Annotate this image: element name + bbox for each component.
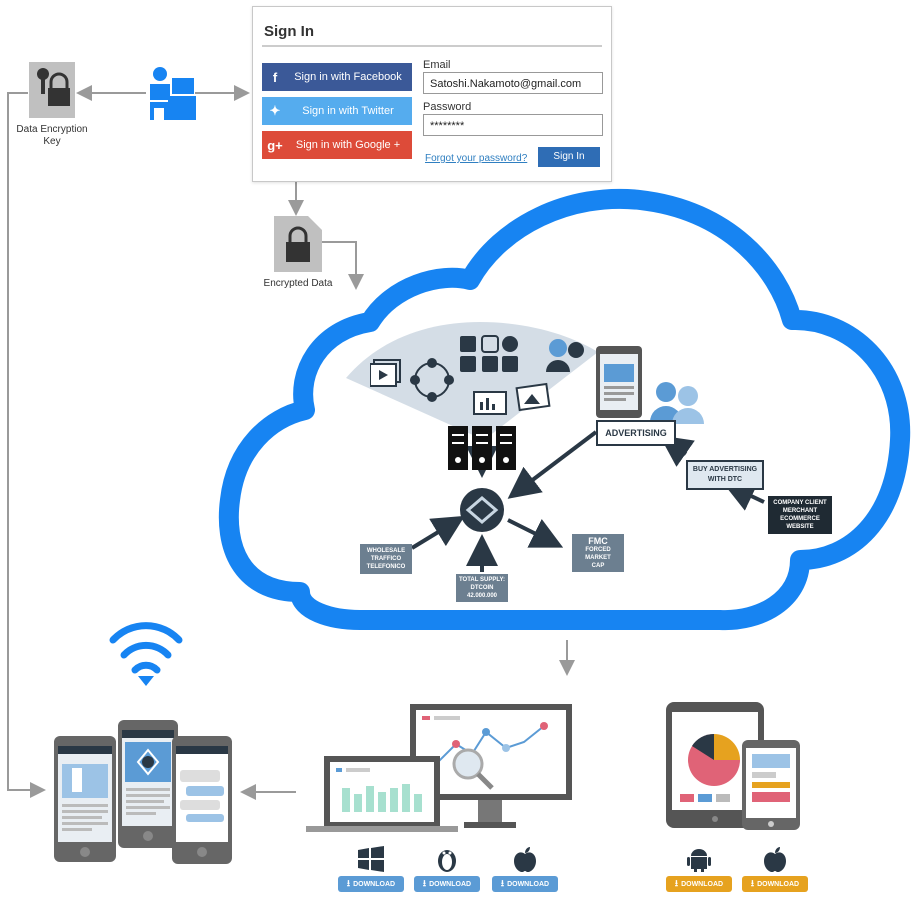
- data-encryption-key: Data Encryption Key: [10, 62, 94, 148]
- apple-icon: [514, 847, 536, 872]
- download-icon: ⭳: [422, 878, 427, 888]
- signin-panel: Sign In f Sign in with Facebook ✦ Sign i…: [252, 6, 612, 182]
- android-icon: [687, 849, 711, 872]
- key-label: Data Encryption Key: [16, 124, 88, 147]
- encrypted-file-icon: [274, 216, 322, 272]
- social-network-grid: [460, 335, 518, 372]
- total-supply-line-3: 42.000.000: [466, 593, 498, 599]
- phone-right: [172, 736, 232, 864]
- download-label: DOWNLOAD: [507, 880, 550, 888]
- download-icon: ⭳: [500, 878, 505, 888]
- wholesale-line-2: TRAFFICO: [370, 556, 402, 562]
- company-line-4: WEBSITE: [786, 524, 814, 530]
- windows-icon: [358, 846, 384, 872]
- divider: [262, 45, 602, 47]
- video-player-icon: [370, 359, 401, 387]
- tablet-large: [666, 702, 764, 828]
- chat-users-icon: [546, 339, 584, 372]
- email-label: Email: [423, 59, 451, 71]
- buy-advertising-label: BUY ADVERTISING WITH DTC: [686, 460, 764, 490]
- signin-button[interactable]: Sign In: [538, 147, 600, 167]
- wholesale-line-1: WHOLESALE: [366, 548, 406, 554]
- fmc-title: FMC: [588, 536, 608, 546]
- twitter-icon: ✦: [269, 103, 281, 118]
- network-people-icon: [410, 358, 454, 402]
- download-label: DOWNLOAD: [681, 880, 724, 888]
- twitter-signin-button[interactable]: ✦ Sign in with Twitter: [262, 97, 412, 125]
- lock-icon: [29, 62, 75, 118]
- email-field[interactable]: Satoshi.Nakamoto@gmail.com: [423, 72, 603, 94]
- facebook-signin-label: Sign in with Facebook: [294, 71, 402, 83]
- mobile-app-phones: [54, 720, 232, 864]
- download-android: ⭳DOWNLOAD: [666, 846, 732, 892]
- fmc-line-3: MARKET: [585, 555, 611, 561]
- download-linux-button[interactable]: ⭳DOWNLOAD: [414, 876, 480, 892]
- user-at-desk-icon: [150, 67, 196, 120]
- fmc-label: FMC FORCED MARKET CAP: [572, 534, 624, 572]
- download-label: DOWNLOAD: [353, 880, 396, 888]
- download-ios: ⭳DOWNLOAD: [742, 846, 808, 892]
- company-client-label: COMPANY CLIENT MERCHANT ECOMMERCE WEBSIT…: [768, 496, 832, 534]
- company-line-1: COMPANY CLIENT: [773, 500, 827, 506]
- phone-middle: [118, 720, 178, 848]
- google-signin-button[interactable]: g+ Sign in with Google +: [262, 131, 412, 159]
- wholesale-line-3: TELEFONICO: [366, 564, 406, 570]
- cloud-shape: [218, 188, 911, 631]
- download-icon: ⭳: [674, 878, 679, 888]
- apple-icon: [764, 847, 786, 872]
- tablet-advertising-icon: [596, 346, 642, 418]
- buy-advertising-line-2: WITH DTC: [707, 476, 743, 483]
- encrypted-data: Encrypted Data: [262, 216, 334, 290]
- tablet-devices: [666, 702, 800, 830]
- wholesale-label: WHOLESALE TRAFFICO TELEFONICO: [360, 544, 412, 574]
- fmc-line-2: FORCED: [585, 547, 611, 553]
- encrypted-label: Encrypted Data: [263, 278, 333, 289]
- fmc-line-4: CAP: [591, 563, 605, 569]
- company-line-2: MERCHANT: [782, 508, 818, 514]
- password-label: Password: [423, 101, 472, 113]
- server-rack-icon: [448, 426, 516, 470]
- desktop-monitor: [410, 704, 572, 828]
- forgot-password-link[interactable]: Forgot your password?: [425, 153, 528, 164]
- advertising-label: ADVERTISING: [596, 420, 676, 446]
- download-label: DOWNLOAD: [429, 880, 472, 888]
- password-field[interactable]: ********: [423, 114, 603, 136]
- download-ios-button[interactable]: ⭳DOWNLOAD: [742, 876, 808, 892]
- download-icon: ⭳: [750, 878, 755, 888]
- buy-advertising-line-1: BUY ADVERTISING: [692, 466, 758, 473]
- social-media-icons: [370, 335, 584, 415]
- company-line-3: ECOMMERCE: [780, 516, 820, 522]
- google-signin-label: Sign in with Google +: [295, 139, 401, 151]
- dtc-coin-icon: [460, 488, 504, 532]
- facebook-signin-button[interactable]: f Sign in with Facebook: [262, 63, 412, 91]
- total-supply-line-2: DTCOIN: [470, 585, 494, 591]
- laptop: [306, 756, 458, 832]
- social-fan: [346, 322, 598, 440]
- tablet-small: [742, 740, 800, 830]
- dashboard-screen-icon: [473, 391, 507, 415]
- download-windows: ⭳DOWNLOAD: [338, 846, 404, 892]
- twitter-signin-label: Sign in with Twitter: [302, 105, 394, 117]
- signin-title: Sign In: [264, 23, 314, 40]
- phone-left: [54, 736, 116, 862]
- download-icon: ⭳: [346, 878, 351, 888]
- download-mac: ⭳DOWNLOAD: [492, 846, 558, 892]
- facebook-icon: f: [272, 69, 278, 85]
- download-label: DOWNLOAD: [757, 880, 800, 888]
- connector-lines: [7, 85, 575, 800]
- total-supply-label: TOTAL SUPPLY: DTCOIN 42.000.000: [456, 574, 508, 602]
- audience-icon: [650, 382, 704, 424]
- download-mac-button[interactable]: ⭳DOWNLOAD: [492, 876, 558, 892]
- linux-icon: [438, 850, 456, 872]
- wifi-icon: [109, 622, 183, 674]
- download-linux: ⭳DOWNLOAD: [414, 846, 480, 892]
- total-supply-line-1: TOTAL SUPPLY:: [458, 577, 505, 583]
- image-gallery-icon: [515, 382, 551, 412]
- google-plus-icon: g+: [267, 137, 283, 153]
- download-windows-button[interactable]: ⭳DOWNLOAD: [338, 876, 404, 892]
- desktop-laptop-screens: [306, 704, 572, 832]
- download-android-button[interactable]: ⭳DOWNLOAD: [666, 876, 732, 892]
